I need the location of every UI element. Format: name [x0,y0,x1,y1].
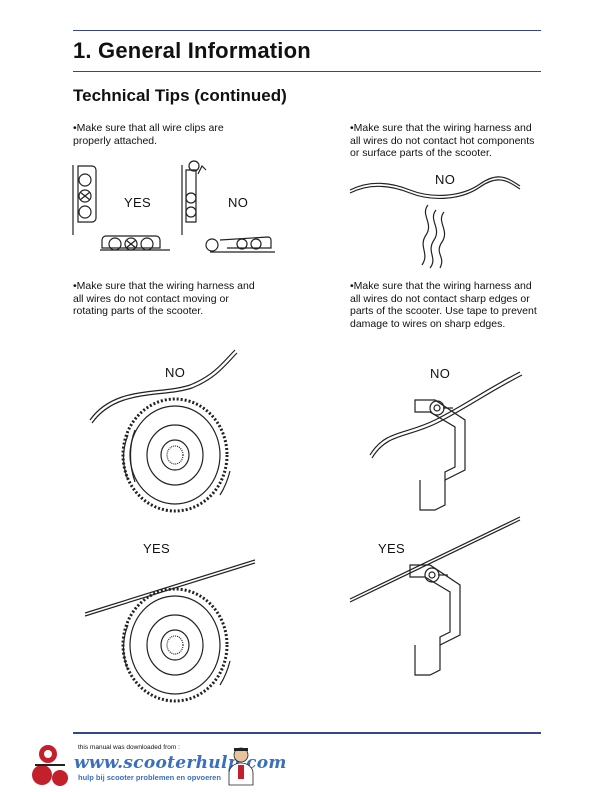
hot-components-illustration [350,170,520,270]
sharp-edge-yes-illustration [345,515,525,680]
mascot-logo [32,745,68,786]
chapter-title: 1. General Information [73,38,311,63]
tip-moving-parts: •Make sure that the wiring harness and a… [73,280,255,318]
gear-no-illustration [80,345,250,515]
wire-clips-yes-label: YES [124,195,151,210]
hot-components-no-label: NO [435,172,456,187]
top-rule [73,30,541,31]
downloaded-from-text: this manual was downloaded from : [78,744,180,751]
footer-rule [73,732,541,734]
section-title: Technical Tips (continued) [73,86,287,105]
gear-yes-illustration [80,555,260,705]
header-rule [73,71,541,72]
gear-yes-label: YES [143,541,170,556]
sharp-edge-no-label: NO [430,366,451,381]
gear-no-label: NO [165,365,186,380]
sharp-edge-no-illustration [365,370,525,515]
tip-hot-components: •Make sure that the wiring harness and a… [350,122,535,160]
sharp-edge-yes-label: YES [378,541,405,556]
wire-clips-no-label: NO [228,195,249,210]
site-tagline: hulp bij scooter problemen en opvoeren [78,773,221,782]
mechanic-avatar [225,745,257,785]
tip-wire-clips: •Make sure that all wire clips are prope… [73,122,224,147]
tip-sharp-edges: •Make sure that the wiring harness and a… [350,280,537,330]
wire-clips-illustration [70,160,285,260]
